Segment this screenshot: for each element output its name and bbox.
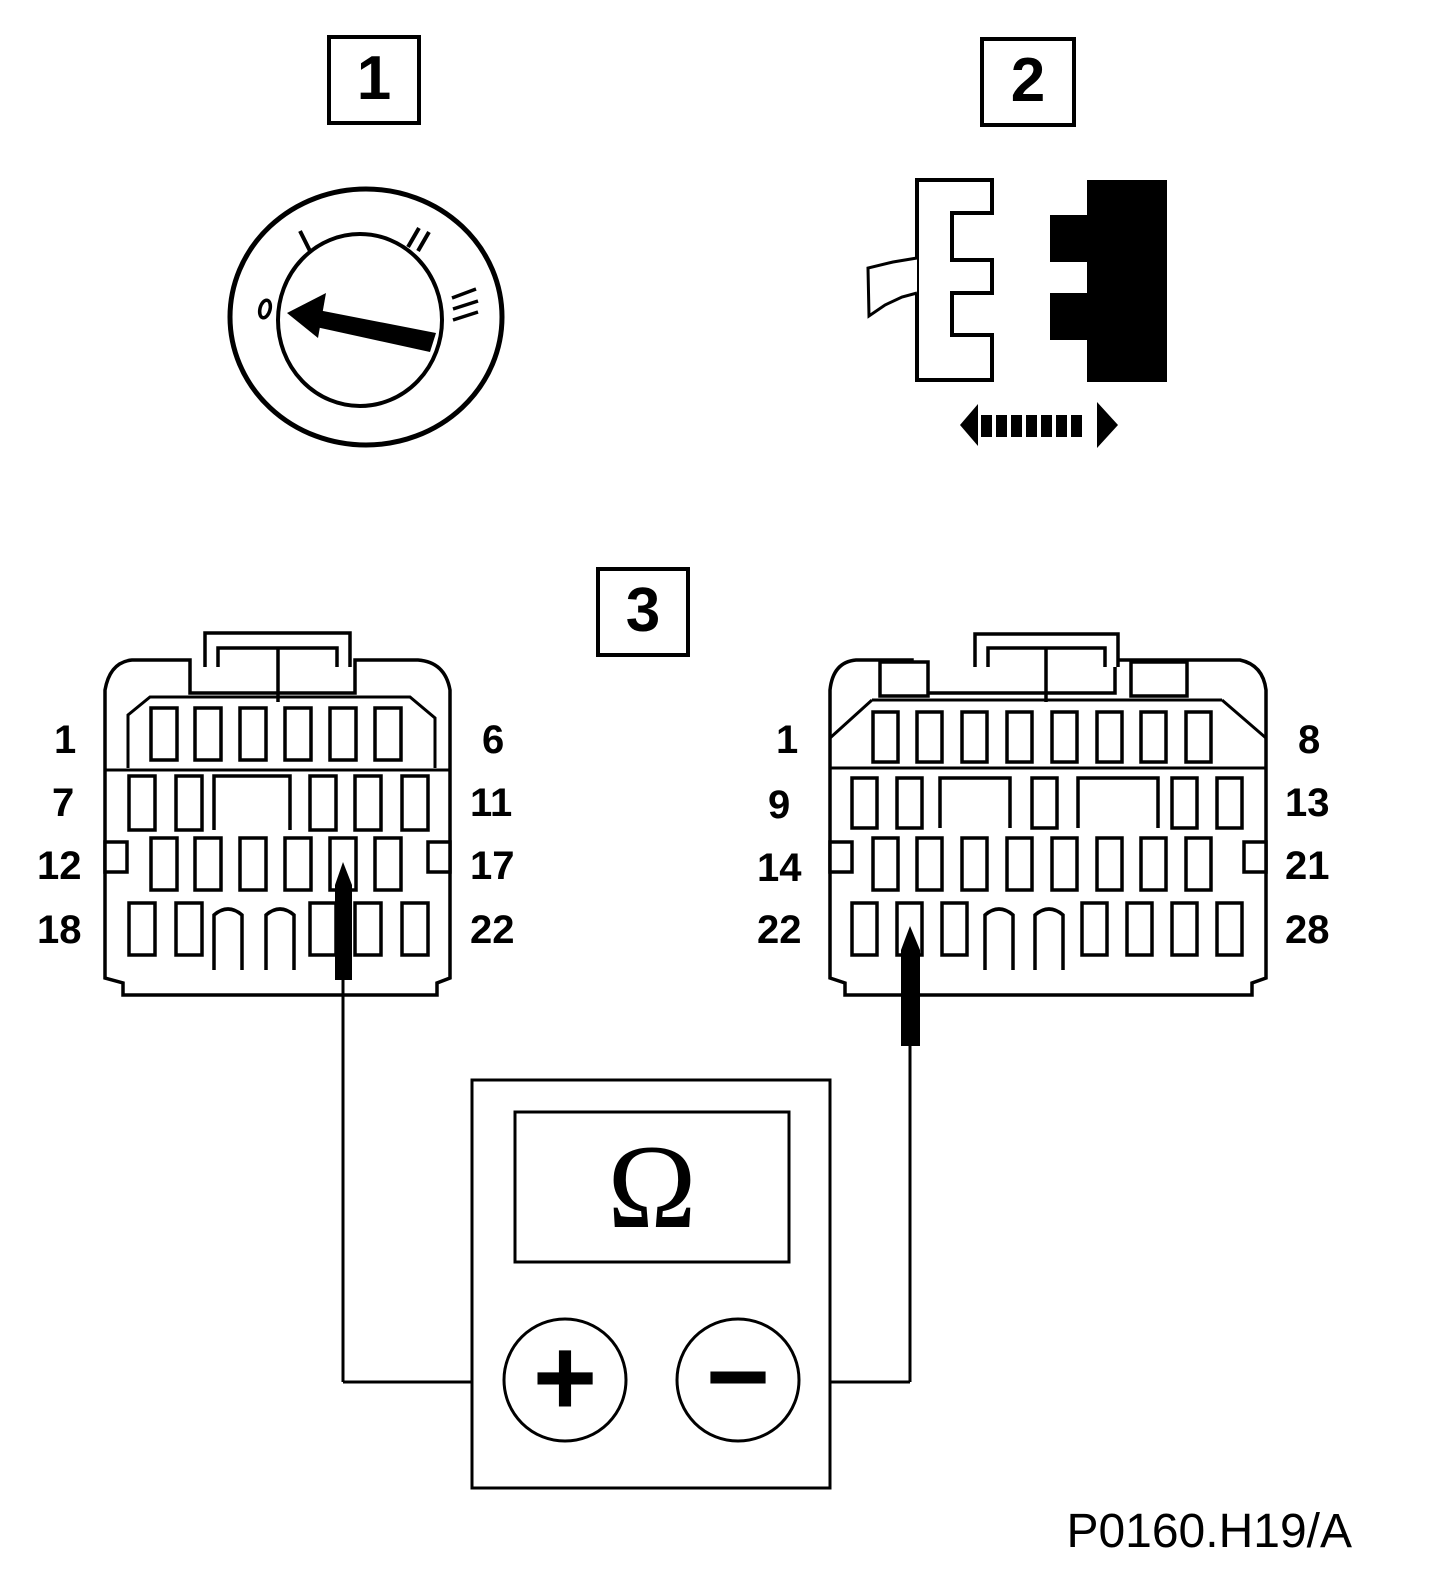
pin-label-right-row3-first: 14 [757,846,802,890]
connector-disconnect-icon [866,178,1167,448]
connector-28-pin [828,632,1268,997]
step-2-box: 2 [980,37,1076,127]
pin-label-left-row4-first: 18 [37,908,82,952]
negative-terminal-symbol: − [705,1315,771,1438]
ohm-symbol: Ω [607,1120,697,1253]
connector-22-row-2 [127,774,430,832]
pin-label-left-row4-last: 22 [470,908,515,952]
connector-28-row-3 [871,836,1213,892]
pin-label-right-row4-first: 22 [757,908,802,952]
pin-label-left-row2-last: 11 [470,781,513,825]
pin-label-right-row1-first: 1 [776,718,799,762]
pin-label-right-row4-last: 28 [1285,908,1330,952]
connector-22-row-4 [127,901,430,970]
step-1-box: 1 [327,35,421,125]
pin-label-left-row1-first: 1 [54,718,77,762]
negative-test-lead [800,926,920,1384]
connector-22-pin [103,631,452,997]
pin-label-right-row2-first: 9 [768,783,791,827]
pin-label-right-row1-last: 8 [1298,718,1321,762]
positive-test-lead [335,862,502,1384]
connector-22-row-3 [149,836,403,892]
ignition-switch-icon [227,186,505,448]
pin-label-left-row1-last: 6 [482,718,505,762]
ohmmeter-icon [470,1078,832,1490]
pin-label-right-row2-last: 13 [1285,781,1330,825]
step-3-box: 3 [596,567,690,657]
connector-28-row-2 [850,776,1244,830]
key-arrow-icon [287,293,436,352]
pin-label-left-row3-first: 12 [37,844,82,888]
pin-label-left-row3-last: 17 [470,844,515,888]
double-arrow-icon [960,402,1118,448]
figure-reference: P0160.H19/A [1066,1505,1352,1558]
pin-label-right-row3-last: 21 [1285,844,1330,888]
connector-28-row-1 [871,710,1213,764]
positive-terminal-symbol: + [532,1316,598,1439]
pin-label-left-row2-first: 7 [52,781,75,825]
connector-22-row-1 [149,706,403,762]
